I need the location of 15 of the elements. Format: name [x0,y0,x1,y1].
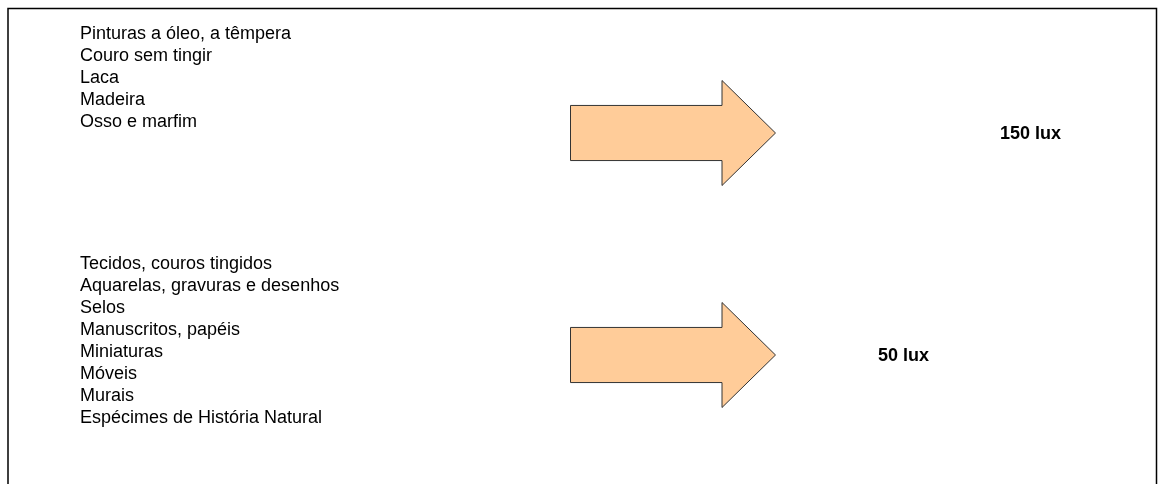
material-name: Manuscritos, papéis [80,318,241,340]
lux-value: 150 lux [1000,122,1062,144]
material-name: Couro sem tingir [80,44,213,66]
material-name: Selos [80,296,126,318]
material-name: Laca [80,66,120,88]
material-name: Espécimes de História Natural [80,406,323,428]
material-name: Móveis [80,362,137,384]
material-name: Madeira [80,88,146,110]
lux-value: 50 lux [878,344,930,366]
material-name: Murais [80,384,134,406]
material-name: Pinturas a óleo, a têmpera [80,22,292,44]
material-name: Osso e marfim [80,110,198,132]
material-name: Aquarelas, gravuras e desenhos [80,274,340,296]
material-name: Miniaturas [80,340,164,362]
material-name: Tecidos, couros tingidos [80,252,273,274]
